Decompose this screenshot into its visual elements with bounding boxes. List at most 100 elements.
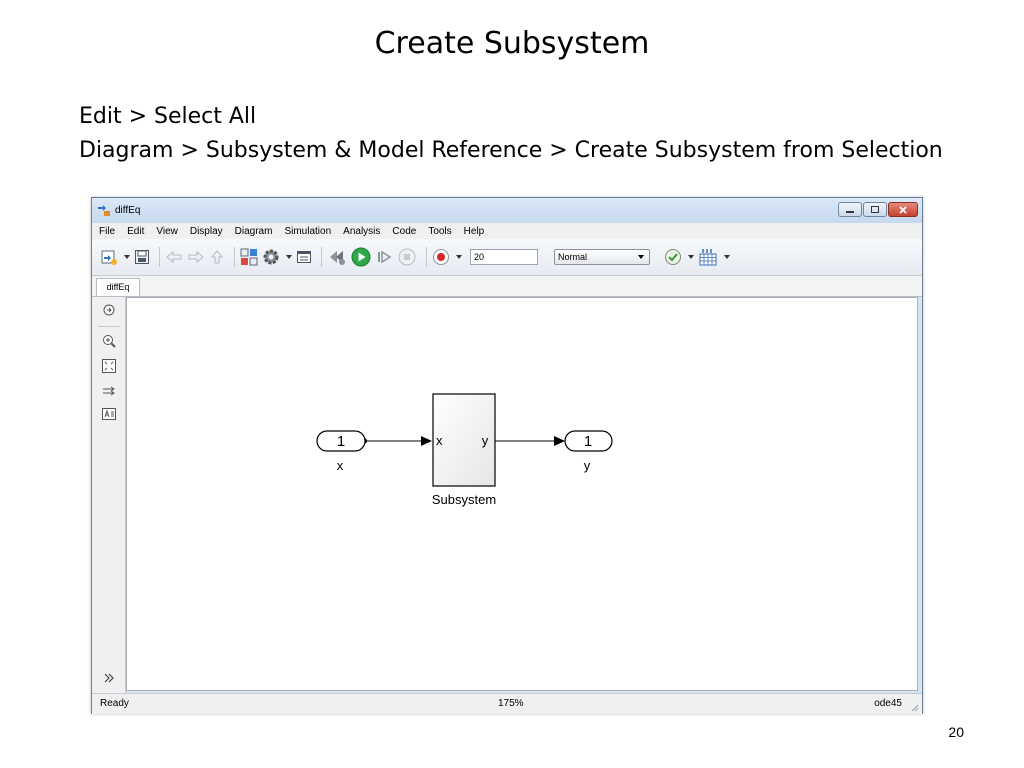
annotation-icon: [102, 408, 116, 420]
toolbar-separator: [321, 247, 322, 267]
library-browser-icon: [240, 248, 258, 266]
simulation-mode-value: Normal: [558, 252, 588, 262]
model-config-button[interactable]: [262, 247, 280, 267]
tab-strip: diffEq: [92, 276, 922, 297]
model-explorer-button[interactable]: [296, 247, 312, 267]
simulink-window: diffEq File Edit View Display Diagram Si…: [91, 197, 923, 714]
zoom-button[interactable]: [102, 334, 116, 348]
resize-grip-icon[interactable]: [909, 702, 919, 712]
inport-number: 1: [337, 433, 345, 450]
title-bar[interactable]: diffEq: [92, 198, 922, 223]
check-icon: [665, 249, 681, 265]
inport-block[interactable]: [316, 430, 368, 452]
stop-time-input[interactable]: 20: [470, 249, 538, 265]
instruction-create-subsystem: Diagram > Subsystem & Model Reference > …: [79, 138, 943, 163]
forward-button[interactable]: [187, 247, 205, 267]
model-explorer-icon: [297, 251, 311, 263]
outport-block[interactable]: [564, 430, 613, 452]
signal-line-out[interactable]: [495, 436, 565, 446]
menu-edit[interactable]: Edit: [127, 225, 145, 237]
up-arrow-icon: [210, 250, 224, 264]
status-zoom: 175%: [498, 698, 524, 709]
route-lines-button[interactable]: [102, 384, 116, 398]
palette-separator: [98, 326, 120, 327]
run-button[interactable]: [351, 247, 371, 267]
toolbar-separator: [159, 247, 160, 267]
save-icon: [135, 250, 149, 264]
inport-name: x: [337, 458, 344, 473]
model-config-dropdown-icon[interactable]: [286, 255, 292, 259]
fit-to-view-button[interactable]: [102, 359, 116, 373]
menu-help[interactable]: Help: [463, 225, 485, 237]
outport-name: y: [584, 458, 591, 473]
slide-title: Create Subsystem: [374, 26, 650, 61]
hide-show-browser-button[interactable]: [102, 303, 116, 317]
back-button[interactable]: [165, 247, 183, 267]
chevron-down-icon: [638, 255, 644, 259]
library-browser-button[interactable]: [240, 247, 258, 267]
simulink-logo-icon: [98, 205, 110, 216]
window-title: diffEq: [115, 205, 141, 216]
close-button[interactable]: [888, 202, 918, 217]
annotation-button[interactable]: [102, 407, 116, 421]
expand-palette-button[interactable]: [102, 671, 116, 685]
record-icon: [433, 249, 449, 265]
save-button[interactable]: [134, 247, 150, 267]
model-canvas[interactable]: 1 x x y Subsystem 1 y: [126, 297, 918, 691]
menu-bar: File Edit View Display Diagram Simulatio…: [92, 223, 922, 239]
page-number: 20: [948, 724, 964, 740]
menu-code[interactable]: Code: [392, 225, 417, 237]
toolbar: 20 Normal: [92, 239, 922, 276]
build-dropdown-icon[interactable]: [724, 255, 730, 259]
subsystem-block[interactable]: [432, 393, 496, 487]
menu-tools[interactable]: Tools: [428, 225, 452, 237]
subsystem-out-label: y: [482, 433, 489, 448]
status-bar: Ready 175% ode45: [92, 693, 922, 714]
step-forward-button[interactable]: [375, 247, 393, 267]
run-icon: [351, 247, 371, 267]
step-back-button[interactable]: [327, 247, 347, 267]
build-grid-icon: [699, 249, 717, 266]
record-button[interactable]: [432, 247, 450, 267]
double-chevron-icon: [104, 673, 114, 683]
menu-analysis[interactable]: Analysis: [343, 225, 381, 237]
menu-simulation[interactable]: Simulation: [284, 225, 332, 237]
minimize-button[interactable]: [838, 202, 862, 217]
up-button[interactable]: [209, 247, 225, 267]
toolbar-separator: [426, 247, 427, 267]
gear-icon: [263, 249, 279, 265]
menu-diagram[interactable]: Diagram: [234, 225, 273, 237]
tab-diffeq[interactable]: diffEq: [96, 278, 140, 296]
stop-icon: [398, 248, 416, 266]
status-ready: Ready: [100, 698, 129, 709]
subsystem-name: Subsystem: [432, 492, 496, 507]
new-model-button[interactable]: [100, 247, 118, 267]
model-advisor-button[interactable]: [664, 247, 682, 267]
new-model-dropdown-icon[interactable]: [124, 255, 130, 259]
instruction-select-all: Edit > Select All: [79, 104, 257, 129]
menu-display[interactable]: Display: [189, 225, 223, 237]
maximize-button[interactable]: [863, 202, 887, 217]
route-arrows-icon: [103, 386, 115, 396]
tool-palette: [92, 297, 126, 693]
back-arrow-icon: [166, 250, 182, 264]
signal-line-in[interactable]: [368, 436, 432, 446]
menu-view[interactable]: View: [156, 225, 178, 237]
forward-arrow-icon: [188, 250, 204, 264]
stop-button[interactable]: [397, 247, 417, 267]
record-dropdown-icon[interactable]: [456, 255, 462, 259]
simulation-mode-select[interactable]: Normal: [554, 249, 650, 265]
fit-to-view-icon: [102, 359, 116, 373]
block-diagram: 1 x x y Subsystem 1 y: [316, 393, 613, 507]
new-model-icon: [101, 250, 117, 265]
menu-file[interactable]: File: [99, 225, 116, 237]
close-icon: [899, 205, 907, 214]
status-solver[interactable]: ode45: [874, 698, 902, 709]
toolbar-separator: [234, 247, 235, 267]
model-advisor-dropdown-icon[interactable]: [688, 255, 694, 259]
subsystem-in-label: x: [436, 433, 443, 448]
zoom-in-icon: [103, 335, 116, 348]
circle-arrow-icon: [103, 304, 115, 316]
step-forward-icon: [378, 250, 392, 264]
build-button[interactable]: [698, 247, 718, 267]
